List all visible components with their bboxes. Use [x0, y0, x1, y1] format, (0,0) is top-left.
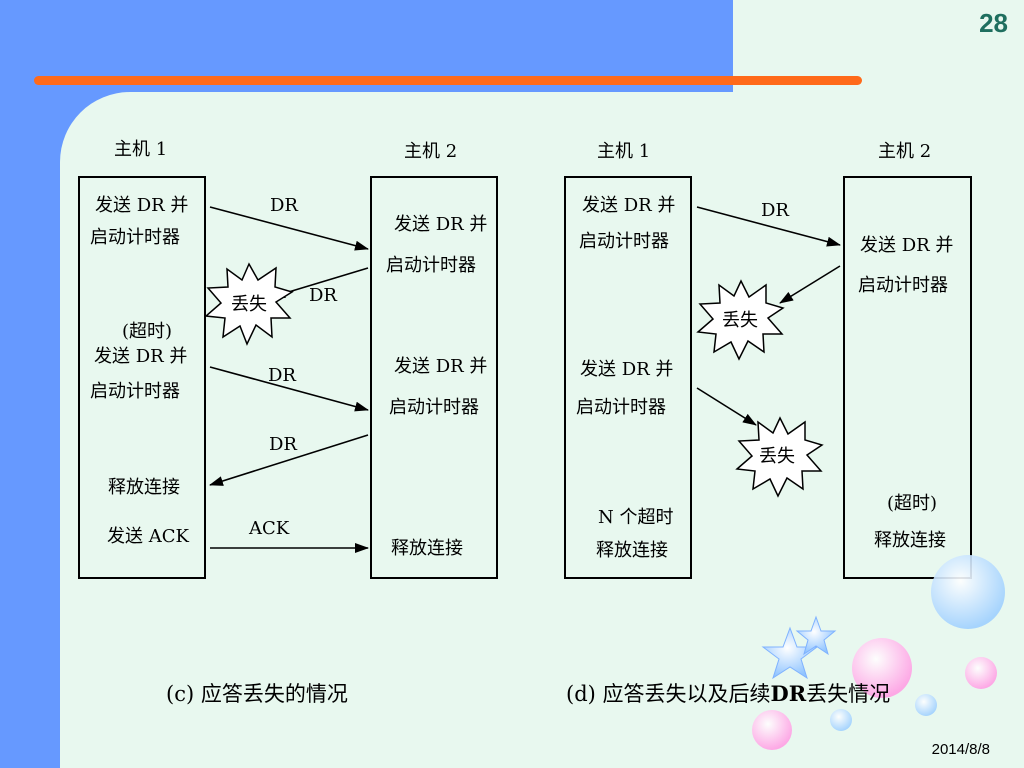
arrow-d-label-1: DR [761, 200, 789, 221]
title-underline [34, 76, 862, 85]
bubble-pink-small [965, 657, 997, 689]
arrow-c-label-3: DR [268, 365, 296, 386]
bubble-blue-small [830, 709, 852, 731]
h1-d-start-timer-2: 启动计时器 [576, 397, 666, 418]
lost-label-d1: 丢失 [722, 310, 758, 331]
caption-d-part3: 丢失情况 [806, 682, 891, 706]
h1-d-n-timeouts: N 个超时 [598, 507, 674, 528]
h2-d-send-dr: 发送 DR 并 [860, 235, 954, 256]
host2-label-c: 主机 2 [404, 141, 458, 162]
h1-c-start-timer-1: 启动计时器 [90, 227, 180, 248]
caption-d-part1: (d) 应答丢失以及后续 [566, 682, 771, 706]
h2-c-send-dr-2: 发送 DR 并 [394, 356, 488, 377]
lost-burst-d1 [696, 279, 785, 361]
lost-label-c: 丢失 [231, 294, 267, 315]
h1-d-release: 释放连接 [596, 540, 668, 561]
arrow-c-label-ack: ACK [249, 518, 290, 539]
arrow-d-dr2 [779, 265, 841, 304]
arrow-c-dr3 [209, 366, 369, 412]
h1-c-send-dr-1: 发送 DR 并 [95, 195, 189, 216]
h1-d-start-timer-1: 启动计时器 [579, 231, 669, 252]
arrow-c-label-2: DR [309, 285, 337, 306]
host1-label-c: 主机 1 [114, 139, 168, 160]
h1-c-release: 释放连接 [108, 477, 180, 498]
bubble-pink-bottom [752, 710, 792, 750]
host1-label-d: 主机 1 [597, 141, 651, 162]
arrow-d-dr3 [696, 387, 757, 426]
bubble-pink-large [852, 638, 912, 698]
h2-c-release: 释放连接 [391, 538, 463, 559]
lost-label-d2: 丢失 [759, 446, 795, 467]
caption-d: (d) 应答丢失以及后续DR丢失情况 [566, 678, 890, 708]
h2-d-release: 释放连接 [874, 530, 946, 551]
host1-box-d [564, 176, 692, 579]
h2-c-start-timer-1: 启动计时器 [386, 255, 476, 276]
h2-c-send-dr-1: 发送 DR 并 [394, 214, 488, 235]
h1-c-timeout: (超时) [122, 321, 173, 342]
arrow-c-dr4 [209, 434, 369, 486]
arrow-c-dr1 [209, 206, 369, 251]
host2-label-d: 主机 2 [878, 141, 932, 162]
slide-date: 2014/8/8 [931, 741, 990, 758]
host2-box-d [843, 176, 972, 579]
arrow-c-label-4: DR [269, 434, 297, 455]
arrow-c-label-1: DR [270, 195, 298, 216]
slide-number: 28 [979, 8, 1008, 38]
caption-c: (c) 应答丢失的情况 [166, 682, 348, 706]
caption-d-part2: DR [770, 681, 807, 706]
star-2 [795, 615, 837, 656]
h2-d-timeout: (超时) [887, 493, 938, 514]
h2-c-start-timer-2: 启动计时器 [389, 397, 479, 418]
h1-d-send-dr-2: 发送 DR 并 [580, 359, 674, 380]
h1-c-send-dr-2: 发送 DR 并 [94, 346, 188, 367]
h1-c-start-timer-2: 启动计时器 [90, 381, 180, 402]
host1-box-c [78, 176, 206, 579]
h1-c-send-ack: 发送 ACK [107, 526, 189, 547]
h2-d-start-timer: 启动计时器 [858, 275, 948, 296]
lost-burst-c [204, 262, 294, 346]
bubble-blue-large [931, 555, 1005, 629]
h1-d-send-dr-1: 发送 DR 并 [582, 195, 676, 216]
bubble-blue-tiny [915, 694, 937, 716]
lost-burst-d2 [735, 416, 824, 498]
host2-box-c [370, 176, 498, 579]
arrow-d-dr1 [696, 206, 841, 247]
